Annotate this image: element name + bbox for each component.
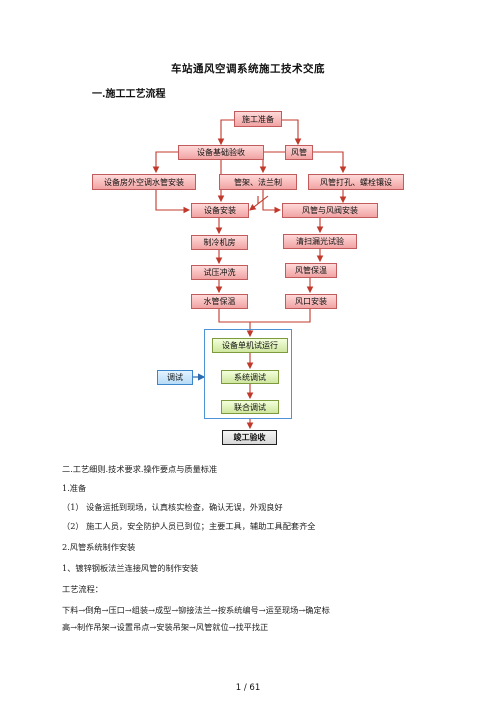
- flow-box-water-insul: 水管保温: [191, 294, 248, 309]
- body-line-8: 下料→倒角→压口→组装→成型→铆接法兰→按系统编号→运至现场→确定标: [62, 605, 330, 615]
- section-heading-process: 一.施工工艺流程: [92, 89, 166, 100]
- body-line-3: （1） 设备运抵到现场，认真核实检查，确认无误，外观良好: [62, 502, 283, 512]
- flow-box-drill: 风管打孔、螺栓镶设: [308, 174, 404, 190]
- body-line-5: 2.风管系统制作安装: [62, 542, 136, 552]
- body-line-1: 二.工艺细则.技术要求.操作要点与质量标准: [62, 464, 218, 474]
- flow-box-chiller: 制冷机房: [191, 235, 248, 250]
- body-line-2: 1.准备: [62, 483, 87, 493]
- flow-box-joint-debug: 联合调试: [221, 400, 279, 414]
- flow-box-acceptance: 竣工验收: [222, 430, 277, 445]
- flow-box-prep: 施工准备: [234, 111, 282, 127]
- flow-box-duct-valve: 风管与风阀安装: [282, 203, 378, 218]
- page-number: 1 / 61: [235, 683, 261, 693]
- document-title: 车站通风空调系统施工技术交底: [171, 63, 325, 75]
- debug-frame: [204, 329, 292, 419]
- flow-box-equip-install: 设备安装: [191, 203, 249, 218]
- body-line-4: （2） 施工人员，安全防护人员已到位；主要工具，辅助工具配套齐全: [62, 521, 316, 531]
- flow-box-duct-insul: 风管保温: [285, 263, 337, 278]
- flow-box-debug: 调试: [157, 370, 193, 385]
- body-line-6: 1、镀锌钢板法兰连接风管的制作安装: [62, 563, 199, 573]
- flow-box-pressure: 试压冲洗: [191, 265, 248, 280]
- flow-box-outlet: 风口安装: [285, 294, 337, 309]
- body-line-9: 高→制作吊架→设置吊点→安装吊架→风管就位→找平找正: [62, 622, 269, 632]
- flow-box-single-run: 设备单机试运行: [212, 338, 288, 353]
- flow-box-clean-test: 清扫漏光试验: [283, 234, 357, 249]
- flow-box-ext-pipe: 设备房外空调水管安装: [92, 174, 196, 190]
- flow-box-equip-base: 设备基础验收: [178, 145, 264, 160]
- body-line-7: 工艺流程：: [62, 584, 103, 594]
- flow-box-sys-debug: 系统调试: [221, 370, 279, 384]
- flow-box-hanger: 管架、法兰制: [219, 174, 297, 190]
- flow-box-duct: 风管: [285, 145, 313, 160]
